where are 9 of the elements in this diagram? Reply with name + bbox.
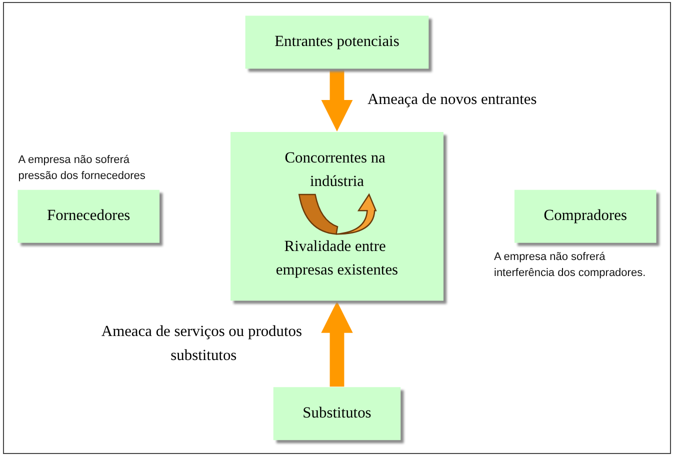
arrow [321,69,353,132]
process-box: Fornecedores [18,190,160,243]
arrow [321,301,353,387]
note-text: A empresa não sofrerá pressão dos fornecedores [18,153,146,184]
process-box: Entrantes potenciais [245,16,429,69]
process-box: Compradores [514,190,656,243]
process-box: Substitutos [273,387,401,440]
process-box: Concorrentes na indústria Rivalidade entre empresas existentes [230,132,444,301]
note-text: A empresa não sofrerá interferência dos compradores. [494,250,647,281]
